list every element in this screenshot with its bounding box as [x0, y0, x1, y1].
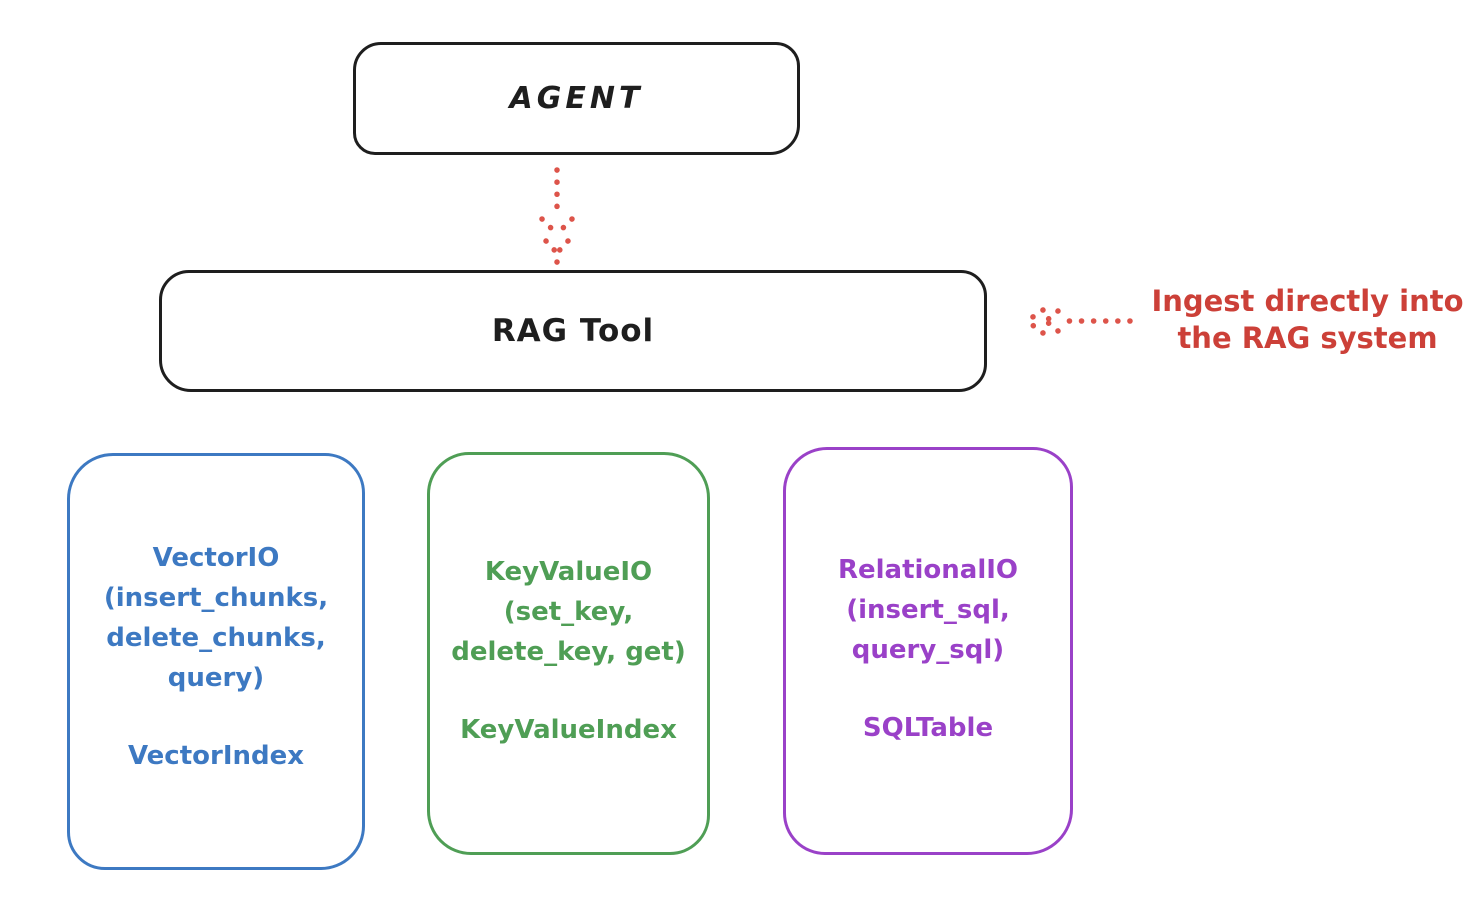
ingest-annotation-line2: the RAG system	[1177, 321, 1438, 355]
keyvalue-io-footer: KeyValueIndex	[460, 715, 677, 745]
rag-tool-label: RAG Tool	[491, 313, 655, 349]
vector-io-line: query)	[167, 663, 265, 693]
relational-io-footer: SQLTable	[862, 713, 994, 743]
arrow-agent-to-ragtool	[539, 167, 575, 265]
ingest-annotation: Ingest directly into the RAG system	[1140, 283, 1475, 357]
agent-label: AGENT	[509, 81, 644, 116]
keyvalue-io-line: delete_key, get)	[451, 637, 686, 667]
arrow-ingest-to-ragtool	[1024, 307, 1133, 336]
vector-io-box: VectorIO (insert_chunks, delete_chunks, …	[67, 453, 365, 870]
spacer	[430, 672, 707, 710]
vector-io-line: VectorIO	[152, 543, 280, 573]
relational-io-line: RelationalIO	[837, 555, 1019, 585]
keyvalue-io-line: KeyValueIO	[484, 557, 653, 587]
spacer	[70, 698, 362, 736]
keyvalue-io-line: (set_key,	[503, 597, 634, 627]
agent-node: AGENT	[353, 42, 800, 155]
vector-io-line: (insert_chunks,	[103, 583, 329, 613]
relational-io-line: query_sql)	[851, 635, 1005, 665]
relational-io-line: (insert_sql,	[846, 595, 1010, 625]
keyvalue-io-box: KeyValueIO (set_key, delete_key, get) Ke…	[427, 452, 710, 855]
vector-io-footer: VectorIndex	[127, 741, 305, 771]
vector-io-line: delete_chunks,	[106, 623, 326, 653]
ingest-annotation-line1: Ingest directly into	[1151, 284, 1464, 318]
rag-tool-node: RAG Tool	[159, 270, 987, 392]
spacer	[786, 670, 1070, 708]
relational-io-box: RelationalIO (insert_sql, query_sql) SQL…	[783, 447, 1073, 855]
